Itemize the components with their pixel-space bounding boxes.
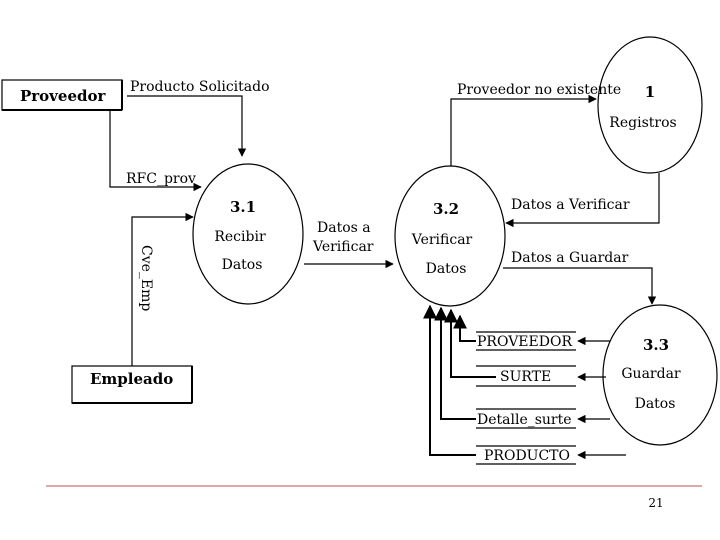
- slide-number: 21: [648, 496, 663, 510]
- external-entity-empleado: Empleado: [71, 365, 193, 404]
- flow-cve-emp: Cve_Emp: [131, 212, 194, 366]
- data-store-producto-label: PRODUCTO: [484, 448, 570, 464]
- process-3-2-name-line2: Datos: [426, 261, 467, 277]
- data-store-producto: PRODUCTO: [476, 445, 576, 465]
- data-store-detalle-surte-label: Detalle_surte: [477, 412, 572, 428]
- process-3-2-name-line1: Verificar: [411, 232, 473, 248]
- process-3-1-name-line2: Datos: [222, 257, 263, 273]
- flow-datos-a-verificar-label-line1: Datos a: [317, 220, 371, 236]
- flow-datos-a-verificar-label-line2: Verificar: [312, 239, 374, 255]
- process-3-3-name-line2: Datos: [635, 396, 676, 412]
- flow-producto-solicitado-label: Producto Solicitado: [130, 79, 270, 95]
- flow-proveedor-no-existente: Proveedor no existente: [450, 82, 621, 166]
- flow-datos-a-verificar-registros: Datos a Verificar: [505, 173, 660, 228]
- flow-producto-solicitado: Producto Solicitado: [127, 79, 270, 157]
- process-3-1-number: 3.1: [230, 198, 256, 216]
- data-store-proveedor: PROVEEDOR: [476, 331, 576, 351]
- process-1-name: Registros: [609, 115, 676, 131]
- flow-guardar-to-stores: [577, 336, 626, 460]
- process-3-1-name-line1: Recibir: [214, 229, 266, 245]
- data-store-surte: SURTE: [476, 365, 576, 387]
- slide-footer: 21: [46, 485, 702, 510]
- process-3-1-recibir-datos: 3.1 Recibir Datos: [192, 163, 304, 305]
- data-store-proveedor-label: PROVEEDOR: [477, 334, 572, 350]
- flow-datos-a-verificar: Datos a Verificar: [304, 220, 394, 269]
- flow-cve-emp-label: Cve_Emp: [138, 245, 154, 311]
- external-entity-proveedor: Proveedor: [1, 79, 123, 111]
- process-3-2-verificar-datos: 3.2 Verificar Datos: [394, 165, 506, 307]
- process-3-2-number: 3.2: [433, 200, 459, 218]
- process-3-3-name-line1: Guardar: [621, 366, 681, 382]
- flow-datos-a-verificar-registros-label: Datos a Verificar: [511, 197, 630, 213]
- process-3-3-guardar-datos: 3.3 Guardar Datos: [602, 304, 718, 446]
- process-1-registros: 1 Registros: [597, 36, 703, 174]
- empleado-label: Empleado: [90, 370, 173, 388]
- flow-datos-a-guardar: Datos a Guardar: [503, 250, 657, 305]
- process-3-3-number: 3.3: [643, 336, 669, 354]
- flow-rfc-prov-label: RFC_prov: [126, 171, 196, 187]
- flow-stores-to-verificar: [423, 304, 496, 456]
- data-store-surte-label: SURTE: [500, 369, 551, 385]
- process-1-number: 1: [645, 83, 655, 101]
- data-store-detalle-surte: Detalle_surte: [476, 408, 576, 429]
- flow-datos-a-guardar-label: Datos a Guardar: [511, 250, 629, 266]
- flow-rfc-prov: RFC_prov: [109, 110, 202, 192]
- flow-proveedor-no-existente-label: Proveedor no existente: [457, 82, 621, 98]
- proveedor-label: Proveedor: [20, 87, 106, 105]
